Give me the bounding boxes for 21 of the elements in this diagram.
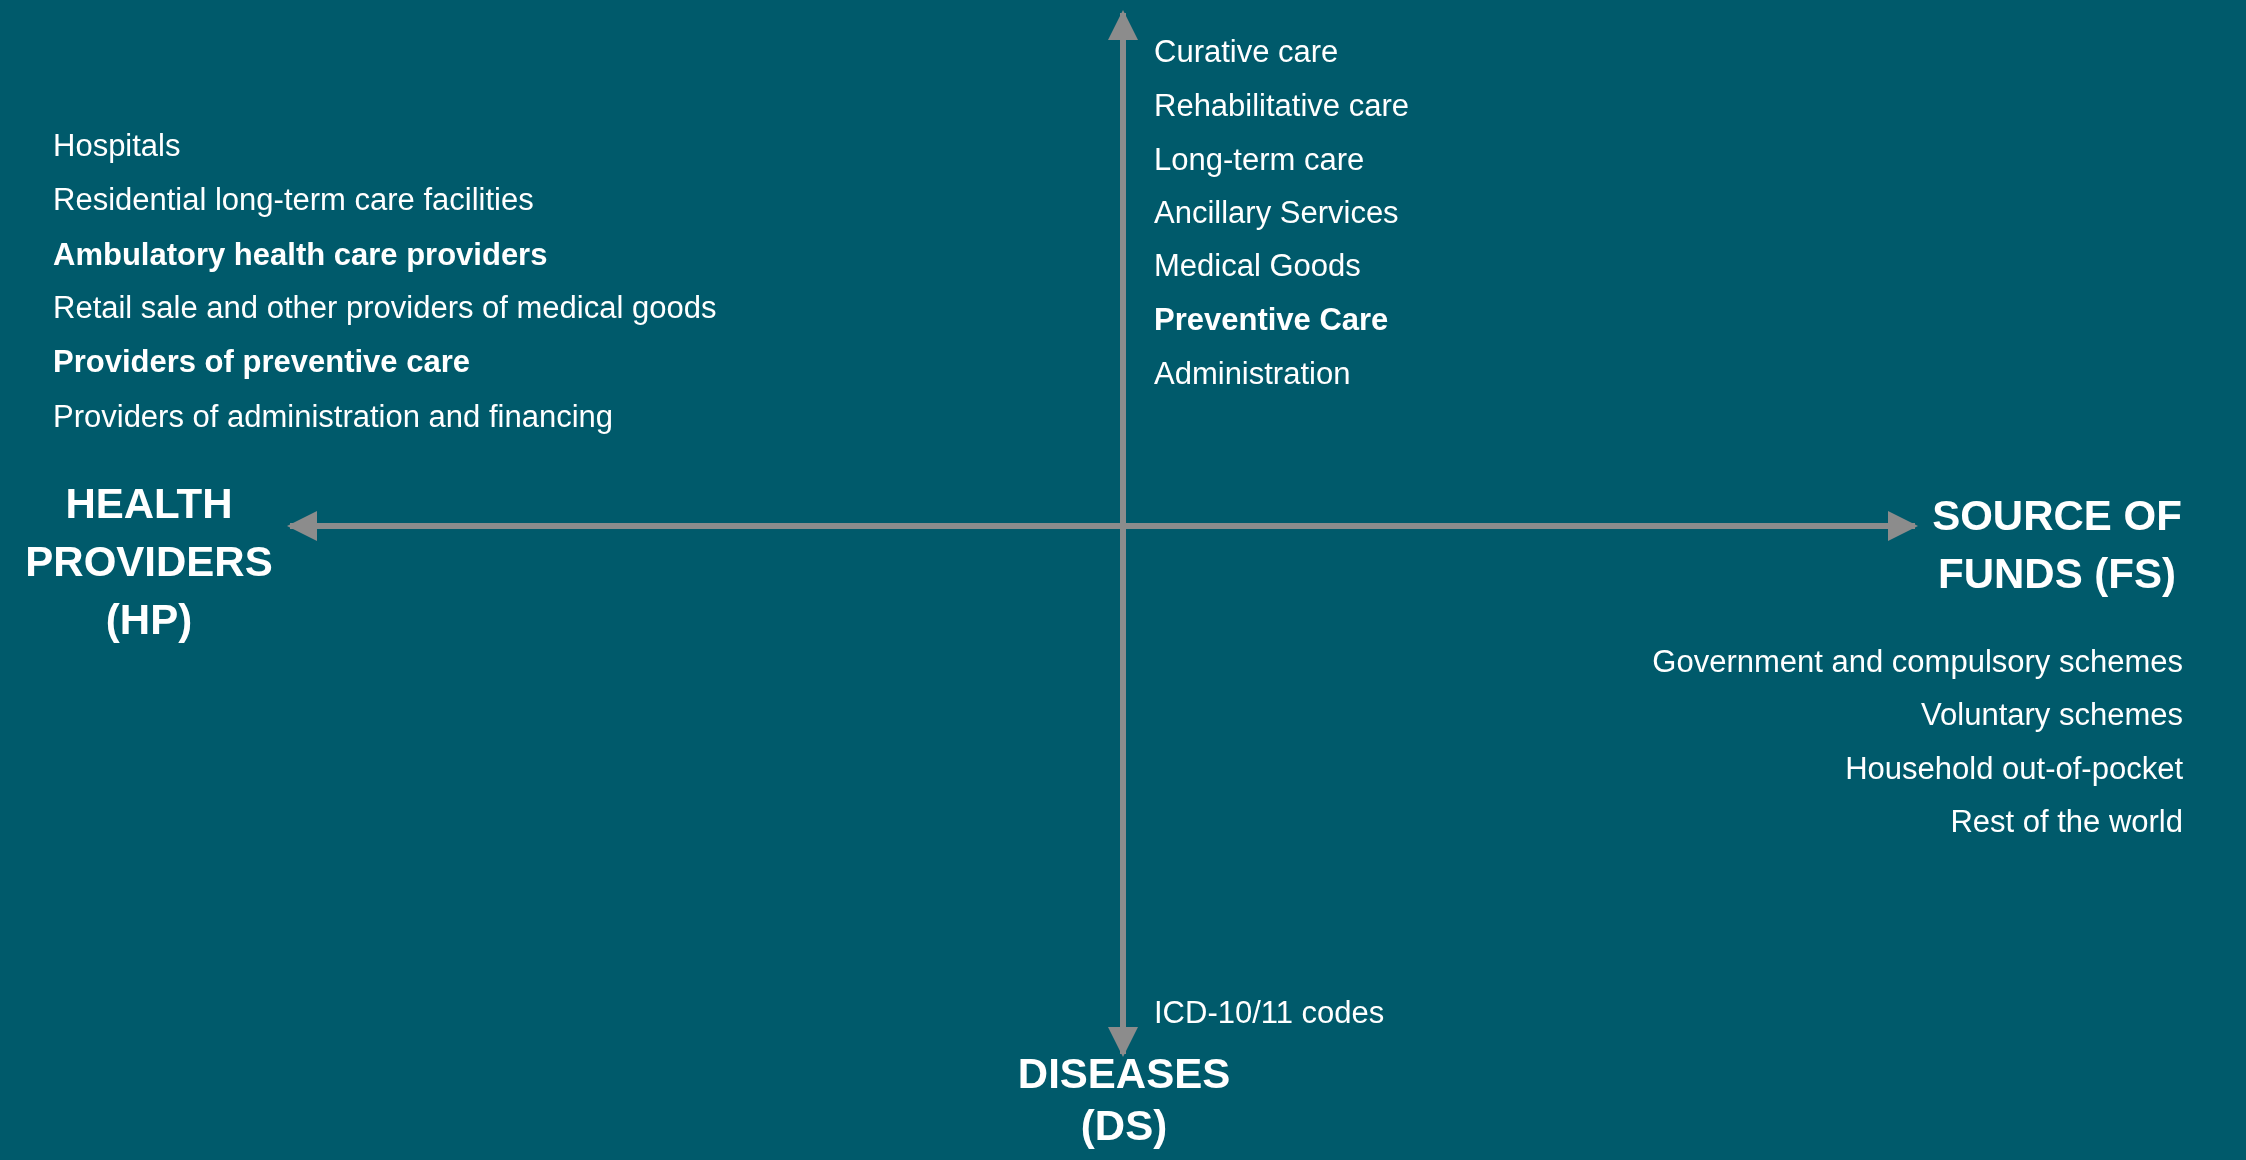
list-item: Ancillary Services [1154,194,1399,232]
list-item: Rest of the world [1950,803,2183,841]
list-item: Preventive Care [1154,301,1389,339]
list-item: Providers of administration and financing [53,398,614,436]
axis-label: HEALTH PROVIDERS (HP) [24,479,274,645]
axis-label: DISEASES (DS) [1016,1049,1232,1151]
list-item: Retail sale and other providers of medical goods [53,289,717,327]
list-item: Government and compulsory schemes [1652,643,2183,681]
list-item: Residential long-term care facilities [53,181,534,219]
list-item: Household out-of-pocket [1845,750,2183,788]
list-item: Providers of preventive care [53,343,470,381]
list-item: Hospitals [53,127,181,165]
axis-label: SOURCE OF FUNDS (FS) [1931,491,2183,599]
list-item: Rehabilitative care [1154,87,1410,125]
list-item: Long-term care [1154,141,1365,179]
list-item: Administration [1154,355,1351,393]
list-item: Medical Goods [1154,247,1361,285]
list-item: ICD-10/11 codes [1154,994,1385,1032]
list-item: Ambulatory health care providers [53,236,548,274]
list-item: Voluntary schemes [1921,696,2183,734]
list-item: Curative care [1154,33,1339,71]
